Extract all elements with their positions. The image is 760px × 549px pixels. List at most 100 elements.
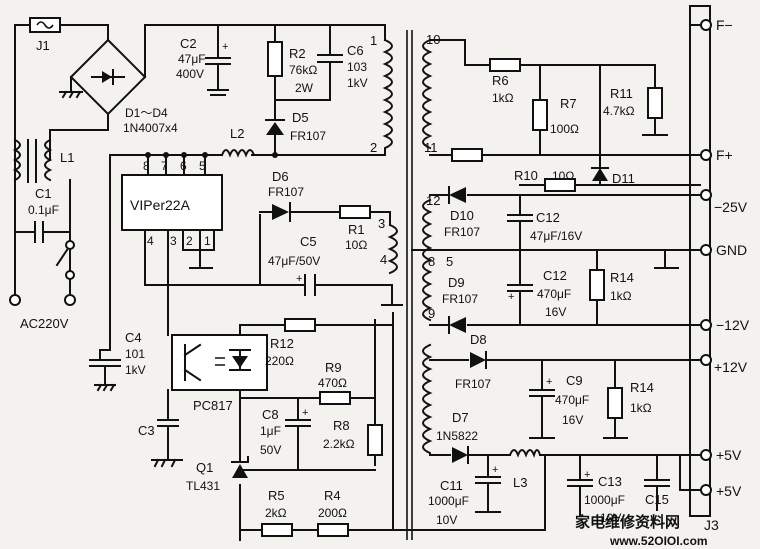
label-out-gnd: GND: [716, 242, 747, 258]
label-r9: R9: [325, 360, 342, 375]
label-ac-input: AC220V: [20, 316, 69, 331]
resistor-r4: [317, 523, 349, 537]
c11-plus-sign: +: [492, 464, 498, 476]
label-r7: R7: [560, 96, 577, 111]
label-r1-value: 10Ω: [345, 238, 367, 252]
label-d5: D5: [292, 110, 309, 125]
ic-pin-4: 4: [147, 234, 154, 248]
label-c2-voltage: 400V: [176, 67, 204, 81]
label-c1-value: 0.1μF: [28, 203, 59, 217]
label-l2: L2: [230, 126, 244, 141]
resistor-r11: [647, 87, 663, 119]
label-r14b: R14: [630, 380, 654, 395]
label-c12b: C12: [543, 268, 567, 283]
label-r9-value: 470Ω: [318, 376, 347, 390]
watermark-url: www.52OIOI.com: [609, 534, 708, 548]
c8-plus-sign: +: [302, 407, 308, 419]
resistor-r10: [544, 178, 576, 192]
resistor-r2: [267, 41, 283, 77]
c12b-plus-sign: +: [508, 291, 514, 303]
label-j1: J1: [36, 38, 50, 53]
ic-pin-7: 7: [161, 159, 168, 173]
inductor-l3: [508, 449, 542, 459]
label-r11-value: 4.7kΩ: [603, 104, 635, 118]
diode-d6: [272, 204, 289, 220]
label-d10: D10: [450, 208, 474, 223]
diode-d10: [449, 187, 466, 203]
label-c5: C5: [300, 234, 317, 249]
label-l1: L1: [60, 150, 74, 165]
resistor-r7: [532, 99, 548, 131]
label-c6-value: 103: [347, 60, 367, 74]
resistor-r1: [339, 205, 371, 219]
label-c4-value: 101: [125, 347, 145, 361]
label-r10: R10: [514, 168, 538, 183]
label-bridge-part: 1N4007x4: [123, 121, 178, 135]
resistor-r8: [367, 424, 383, 456]
label-c13-value: 1000μF: [584, 493, 625, 507]
bridge-rectifier: [49, 24, 149, 161]
inductor-l2: [220, 149, 256, 158]
label-ic: VIPer22A: [130, 197, 191, 213]
c2-plus-sign: +: [222, 41, 228, 53]
watermark-text: 家电维修资料网: [575, 513, 680, 531]
common-mode-choke-l1: [12, 138, 53, 183]
label-c13-voltage: 10V: [600, 511, 621, 525]
label-c11-voltage: 10V: [436, 513, 457, 527]
label-d9: D9: [448, 275, 465, 290]
tr-pin-3: 3: [378, 216, 385, 231]
label-c9-value: 470μF: [555, 393, 589, 407]
feedback-section: PC817 C3 R12 220Ω R9 470Ω R8 2.2kΩ + C8 …: [138, 312, 394, 541]
resistor-r6: [489, 58, 521, 72]
label-c5-value: 47μF/50V: [268, 254, 320, 268]
label-c12b-voltage: 16V: [545, 305, 566, 319]
label-r8: R8: [333, 418, 350, 433]
label-q1-part: TL431: [186, 479, 220, 493]
label-d10-part: FR107: [444, 225, 480, 239]
tr-pin-1: 1: [370, 33, 377, 48]
ic-viper22a: [121, 174, 223, 231]
diode-d8: [470, 352, 486, 368]
label-c15: C15: [645, 492, 669, 507]
label-d6-part: FR107: [268, 185, 304, 199]
transformer: 1 2 3 4 10 11 12 8 5 9: [269, 30, 453, 540]
resistor-r14a: [589, 269, 605, 301]
resistor-r5: [261, 523, 293, 537]
connector-j3: F− F+ −25V GND −12V +12V +5V +5V J3: [689, 5, 750, 533]
tr-pin-2: 2: [370, 140, 377, 155]
label-d7: D7: [452, 410, 469, 425]
label-c13: C13: [598, 474, 622, 489]
label-c12a-value: 47μF/16V: [530, 229, 582, 243]
label-c3: C3: [138, 423, 155, 438]
label-r14a-value: 1kΩ: [610, 289, 632, 303]
tr-pin-11: 11: [424, 140, 438, 155]
label-d7-part: 1N5822: [436, 429, 478, 443]
label-r12: R12: [270, 336, 294, 351]
label-r7-value: 100Ω: [550, 122, 579, 136]
label-pc817: PC817: [193, 398, 233, 413]
label-c2-value: 47μF: [178, 52, 206, 66]
label-c6-voltage: 1kV: [347, 76, 368, 90]
optocoupler-pc817: [171, 334, 268, 391]
label-r14b-value: 1kΩ: [630, 401, 652, 415]
label-c8: C8: [262, 407, 279, 422]
c13-plus-sign: +: [584, 469, 590, 481]
tr-pin-8: 8: [428, 254, 435, 269]
label-l3: L3: [513, 475, 527, 490]
label-c6: C6: [347, 43, 364, 58]
label-r2-value: 76kΩ: [289, 63, 317, 77]
label-out-minus-12v: −12V: [716, 317, 750, 333]
label-d5-part: FR107: [290, 129, 326, 143]
terminal-plus-5v-a: [700, 449, 712, 461]
ic-pin-3: 3: [170, 234, 177, 248]
label-c2: C2: [180, 36, 197, 51]
diode-d5: [266, 122, 284, 135]
label-c9: C9: [566, 373, 583, 388]
tr-pin-12: 12: [426, 193, 440, 208]
terminal-gnd: [700, 244, 712, 256]
tr-pin-4: 4: [380, 252, 387, 267]
shunt-regulator-tl431: [232, 464, 248, 478]
terminal-plus-5v-b: [700, 484, 712, 496]
ic-pin-1: 1: [204, 234, 211, 248]
resistor-r12: [284, 318, 316, 332]
